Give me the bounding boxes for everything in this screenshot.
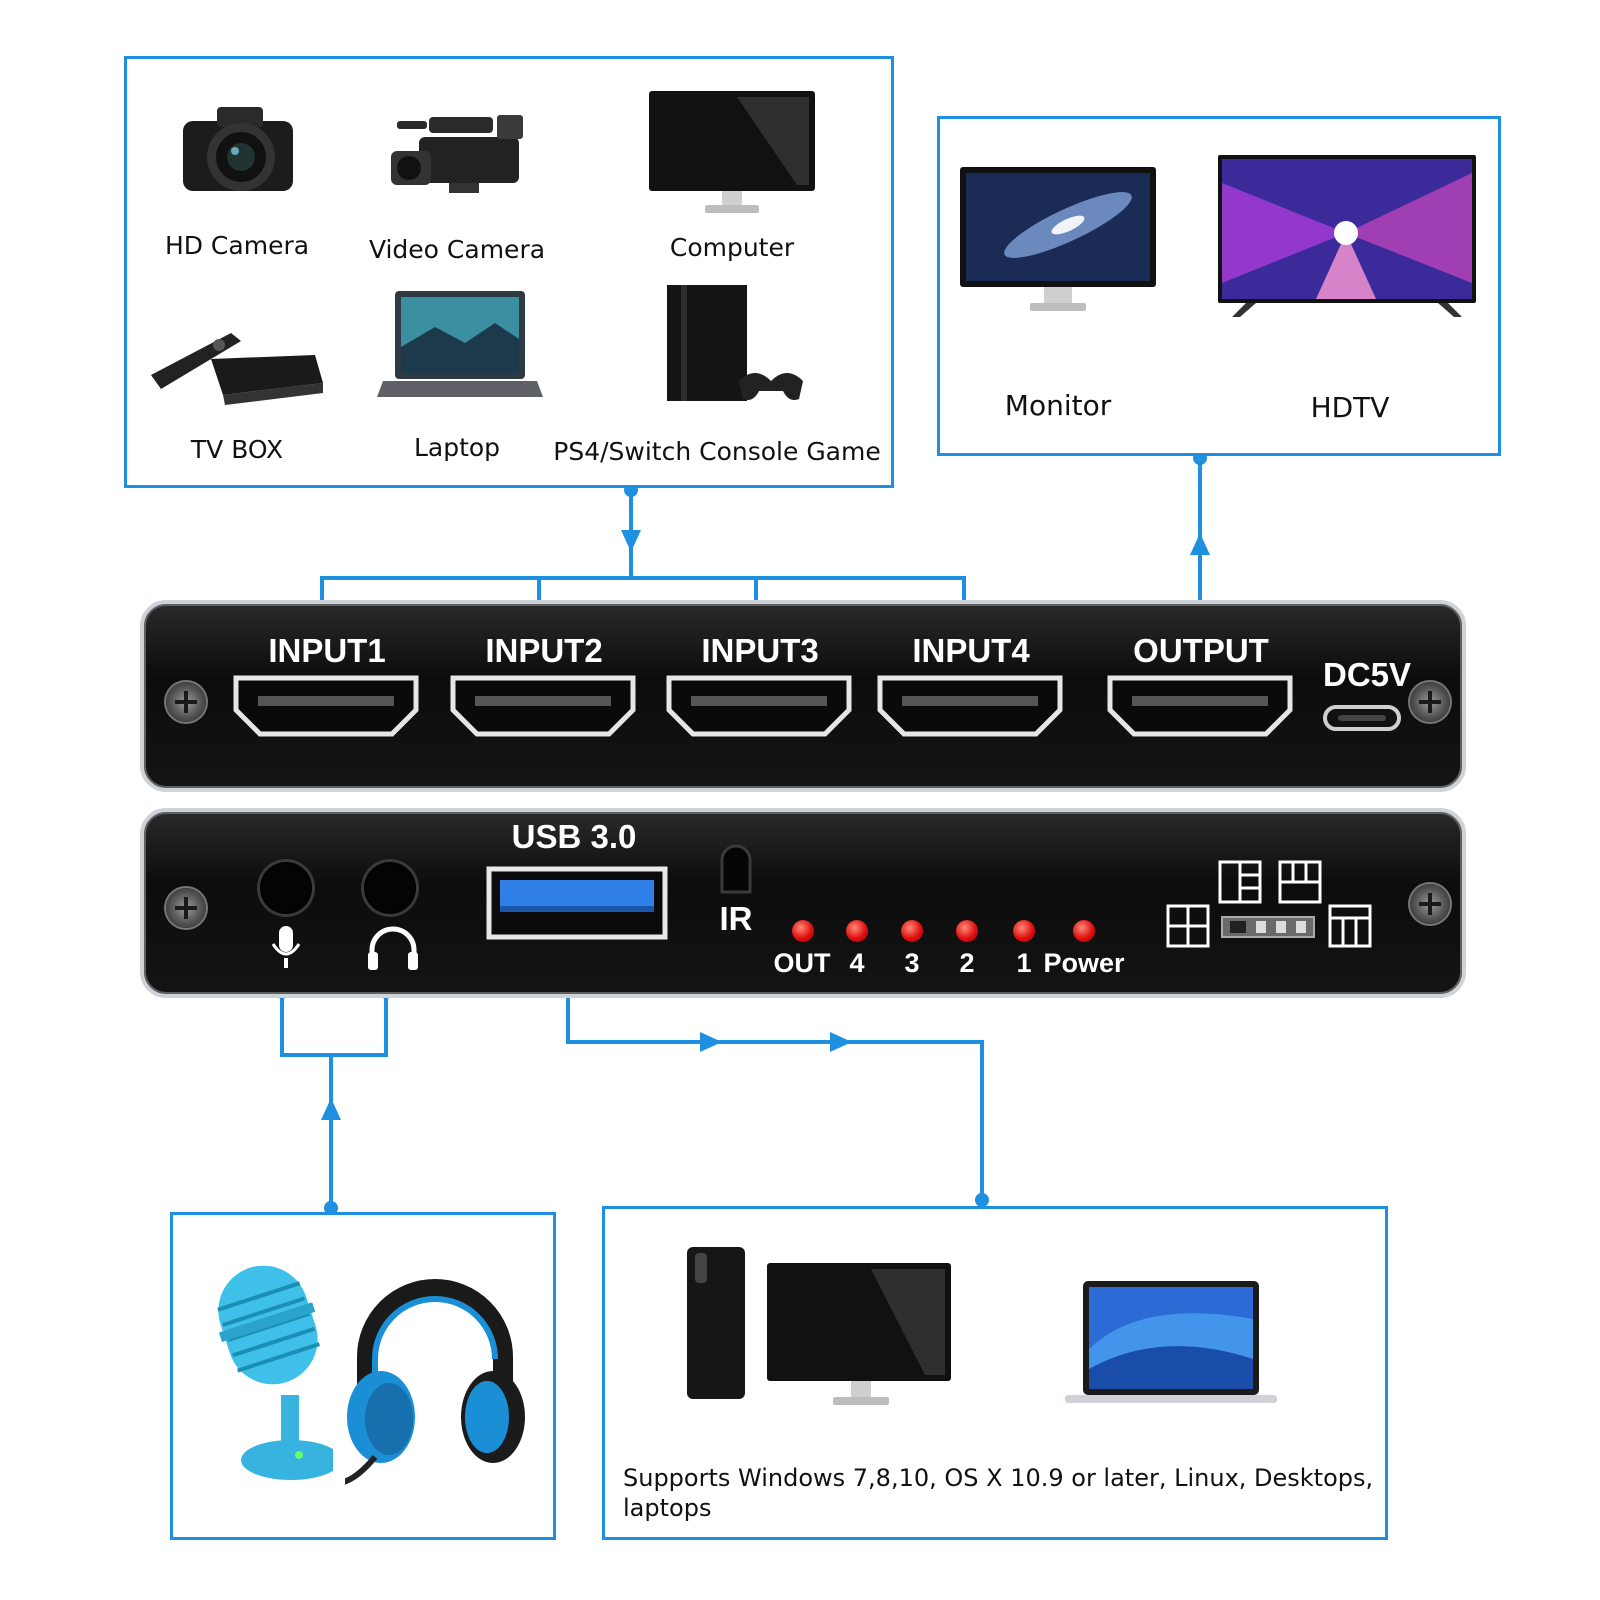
tv-box-icon: [151, 333, 323, 405]
front-panel: INPUT1 INPUT2 INPUT3 INPUT4 OUTPUT DC5V: [140, 600, 1466, 792]
source-label-laptop: Laptop: [413, 433, 501, 462]
led-power: [1073, 920, 1095, 942]
hdmi-port-input4[interactable]: [876, 674, 1064, 738]
screw-left: [166, 888, 206, 928]
mic-jack[interactable]: [260, 862, 312, 914]
os-support-caption: Supports Windows 7,8,10, OS X 10.9 or la…: [623, 1463, 1383, 1523]
microphone-icon: [217, 1265, 333, 1480]
ir-receiver-icon: [720, 844, 752, 894]
port-label-input2: INPUT2: [485, 632, 603, 669]
power-label: DC5V: [1322, 656, 1412, 693]
audio-box: [170, 1212, 556, 1540]
port-label-input1: INPUT1: [268, 632, 386, 669]
layout-pip-left-icon: [1218, 860, 1262, 904]
display-label-hdtv: HDTV: [1310, 391, 1390, 424]
led-label-4: 4: [849, 948, 865, 978]
headset-icon: [345, 1279, 525, 1485]
source-label-console: PS4/Switch Console Game: [553, 437, 881, 466]
port-label-input3: INPUT3: [701, 632, 819, 669]
screw-left: [166, 682, 206, 722]
layout-pip-top-icon: [1278, 860, 1322, 904]
usb3-port[interactable]: [486, 866, 668, 940]
headphone-icon: [368, 926, 418, 970]
display-label-monitor: Monitor: [1004, 389, 1112, 422]
led-2: [956, 920, 978, 942]
led-label-3: 3: [904, 948, 920, 978]
layout-pip-bottom-icon: [1328, 904, 1372, 948]
hdtv-icon: [1218, 155, 1476, 317]
led-label-2: 2: [959, 948, 975, 978]
screw-right: [1410, 682, 1450, 722]
led-1: [1013, 920, 1035, 942]
displays-box: Monitor HDTV: [937, 116, 1501, 456]
microphone-icon: [271, 926, 301, 968]
source-label-hd-camera: HD Camera: [164, 231, 310, 260]
source-label-video-camera: Video Camera: [368, 235, 546, 264]
ir-label: IR: [719, 900, 753, 937]
led-4: [846, 920, 868, 942]
hdmi-port-input3[interactable]: [665, 674, 853, 738]
led-out: [792, 920, 814, 942]
desktop-pc-icon: [687, 1247, 951, 1405]
computer-monitor-icon: [649, 91, 815, 213]
source-label-computer: Computer: [669, 233, 795, 262]
camera-icon: [183, 107, 293, 191]
port-label-output: OUTPUT: [1133, 632, 1269, 669]
sources-box: HD Camera Video Camera Computer TV BOX L…: [124, 56, 894, 488]
pc-box: Supports Windows 7,8,10, OS X 10.9 or la…: [602, 1206, 1388, 1540]
port-label-input4: INPUT4: [912, 632, 1030, 669]
back-panel: USB 3.0 IR OUT 4 3 2 1 Power: [140, 808, 1466, 998]
macbook-icon: [1065, 1281, 1277, 1403]
source-label-tv-box: TV BOX: [190, 435, 284, 464]
led-label-out: OUT: [773, 948, 831, 978]
layout-quad-icon: [1166, 904, 1210, 948]
video-camera-icon: [391, 115, 523, 193]
screw-right: [1410, 884, 1450, 924]
led-3: [901, 920, 923, 942]
monitor-icon: [960, 167, 1156, 311]
led-label-1: 1: [1016, 948, 1032, 978]
led-label-power: Power: [1043, 948, 1125, 978]
usb-label: USB 3.0: [511, 818, 637, 855]
hdmi-port-input2[interactable]: [449, 674, 637, 738]
laptop-icon: [377, 291, 543, 397]
caption-line-1: Supports Windows 7,8,10, OS X 10.9 or la…: [623, 1464, 1374, 1492]
caption-line-2: laptops: [623, 1494, 712, 1522]
game-console-icon: [667, 285, 803, 401]
headphone-jack[interactable]: [364, 862, 416, 914]
mode-switch[interactable]: [1220, 914, 1316, 940]
hdmi-port-output[interactable]: [1106, 674, 1294, 738]
usb-c-power-port[interactable]: [1322, 704, 1402, 732]
hdmi-port-input1[interactable]: [232, 674, 420, 738]
